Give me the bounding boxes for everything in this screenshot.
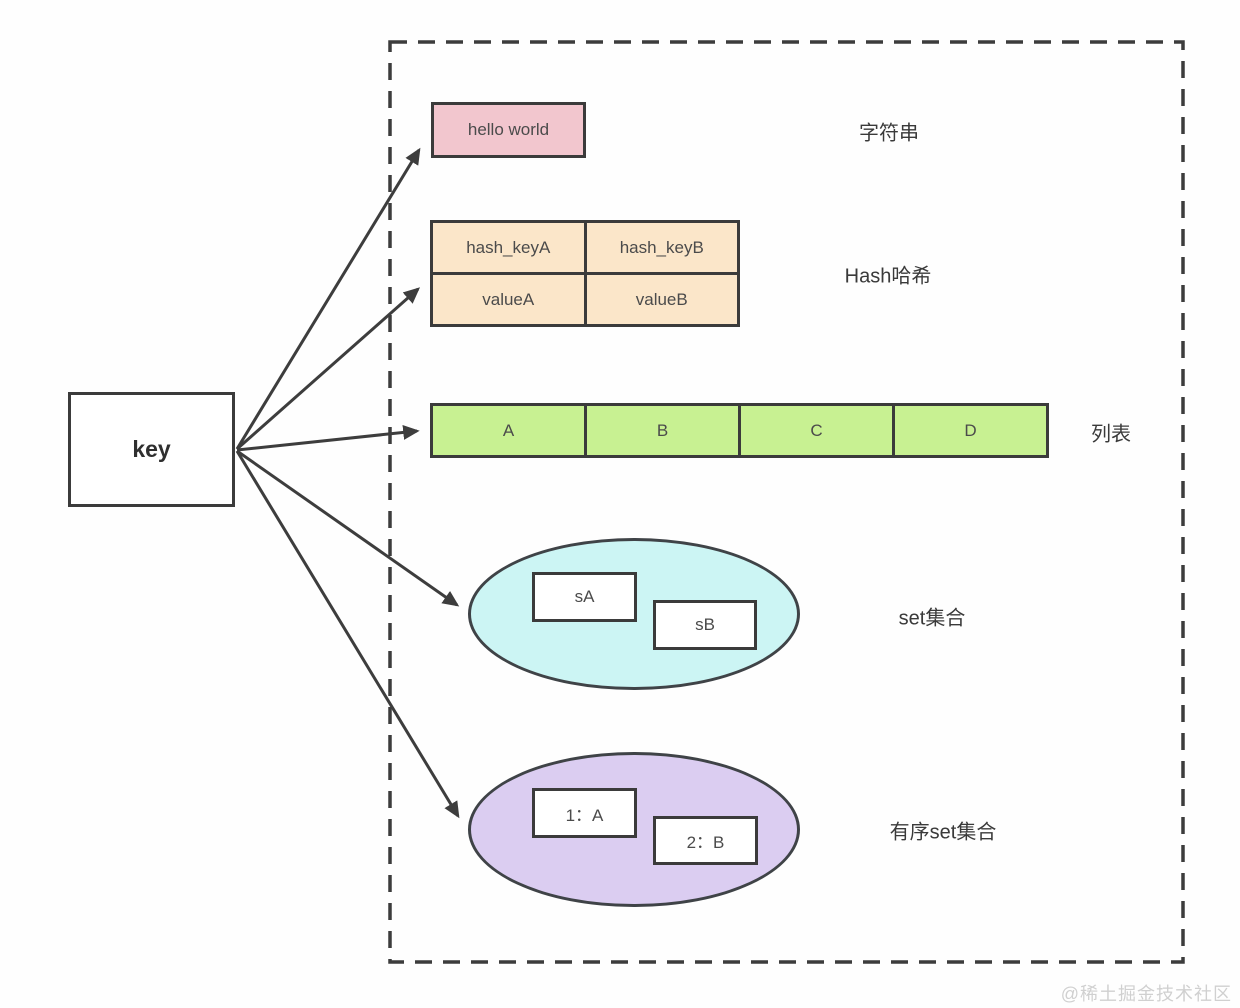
- sorted-set-member-box: 1：A: [532, 788, 637, 838]
- dashed-container-border: [388, 40, 1185, 964]
- list-cell: B: [587, 406, 738, 455]
- string-type-label: 字符串: [859, 122, 919, 145]
- list-cell: D: [895, 406, 1046, 455]
- set-type-label: set集合: [898, 607, 966, 630]
- list-cell: A: [433, 406, 584, 455]
- string-value-box: hello world: [431, 102, 586, 158]
- hash-table: hash_keyA hash_keyB valueA valueB: [430, 220, 740, 327]
- arrow-key-to-string: [235, 147, 421, 450]
- hash-value-cell: valueB: [586, 275, 737, 324]
- watermark: @稀土掘金技术社区: [1060, 984, 1232, 1004]
- hash-type-label: Hash哈希: [844, 265, 932, 288]
- arrow-key-to-zset: [235, 450, 460, 819]
- list-cell: C: [741, 406, 892, 455]
- arrow-key-to-set: [236, 449, 460, 607]
- set-member-box: sA: [532, 572, 637, 622]
- hash-key-cell: hash_keyB: [586, 223, 737, 272]
- list-type-label: 列表: [1091, 423, 1131, 446]
- sorted-set-member-box: 2：B: [653, 816, 758, 865]
- key-box: key: [68, 392, 235, 507]
- sorted-set-type-label: 有序set集合: [889, 821, 997, 844]
- hash-value-cell: valueA: [433, 275, 584, 324]
- set-member-box: sB: [653, 600, 757, 650]
- list-row: A B C D: [430, 403, 1049, 458]
- hash-key-cell: hash_keyA: [433, 223, 584, 272]
- arrow-key-to-hash: [236, 287, 421, 451]
- arrow-key-to-list: [236, 424, 420, 452]
